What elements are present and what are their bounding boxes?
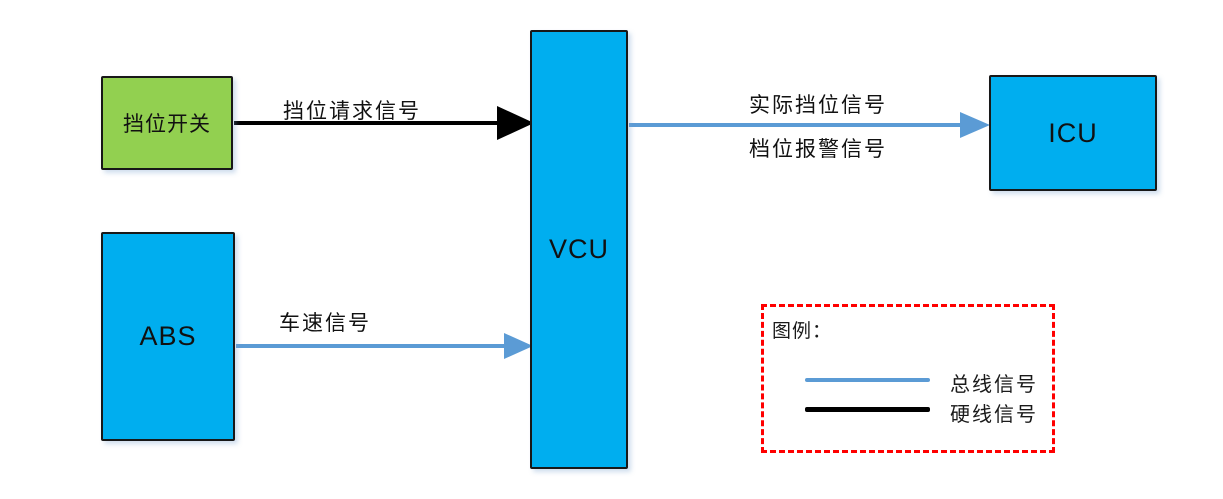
- bus-line-swatch: [805, 378, 930, 382]
- arrowhead-icon: [960, 112, 990, 138]
- node-gear-switch-label: 挡位开关: [123, 113, 211, 136]
- legend-box: 图例： 总线信号 硬线信号: [761, 304, 1055, 453]
- legend-title: 图例：: [772, 321, 833, 342]
- edge-label-gear-alarm: 档位报警信号: [749, 138, 887, 161]
- node-abs: ABS: [101, 232, 235, 441]
- node-icu-label: ICU: [1048, 117, 1098, 148]
- node-vcu: VCU: [530, 30, 628, 469]
- node-icu: ICU: [989, 75, 1157, 191]
- node-abs-label: ABS: [139, 321, 197, 351]
- node-gear-switch: 挡位开关: [101, 76, 233, 170]
- edge-label-actual-gear: 实际挡位信号: [749, 94, 887, 117]
- legend-label-hardwire-signal: 硬线信号: [950, 404, 1038, 426]
- arrowhead-icon: [497, 106, 534, 140]
- node-vcu-label: VCU: [548, 234, 609, 264]
- hardwire-line-swatch: [805, 407, 930, 412]
- edge-label-vehicle-speed: 车速信号: [279, 312, 371, 335]
- edge-label-gear-request: 挡位请求信号: [283, 100, 421, 123]
- legend-label-bus-signal: 总线信号: [950, 374, 1038, 396]
- arrowhead-icon: [504, 333, 533, 359]
